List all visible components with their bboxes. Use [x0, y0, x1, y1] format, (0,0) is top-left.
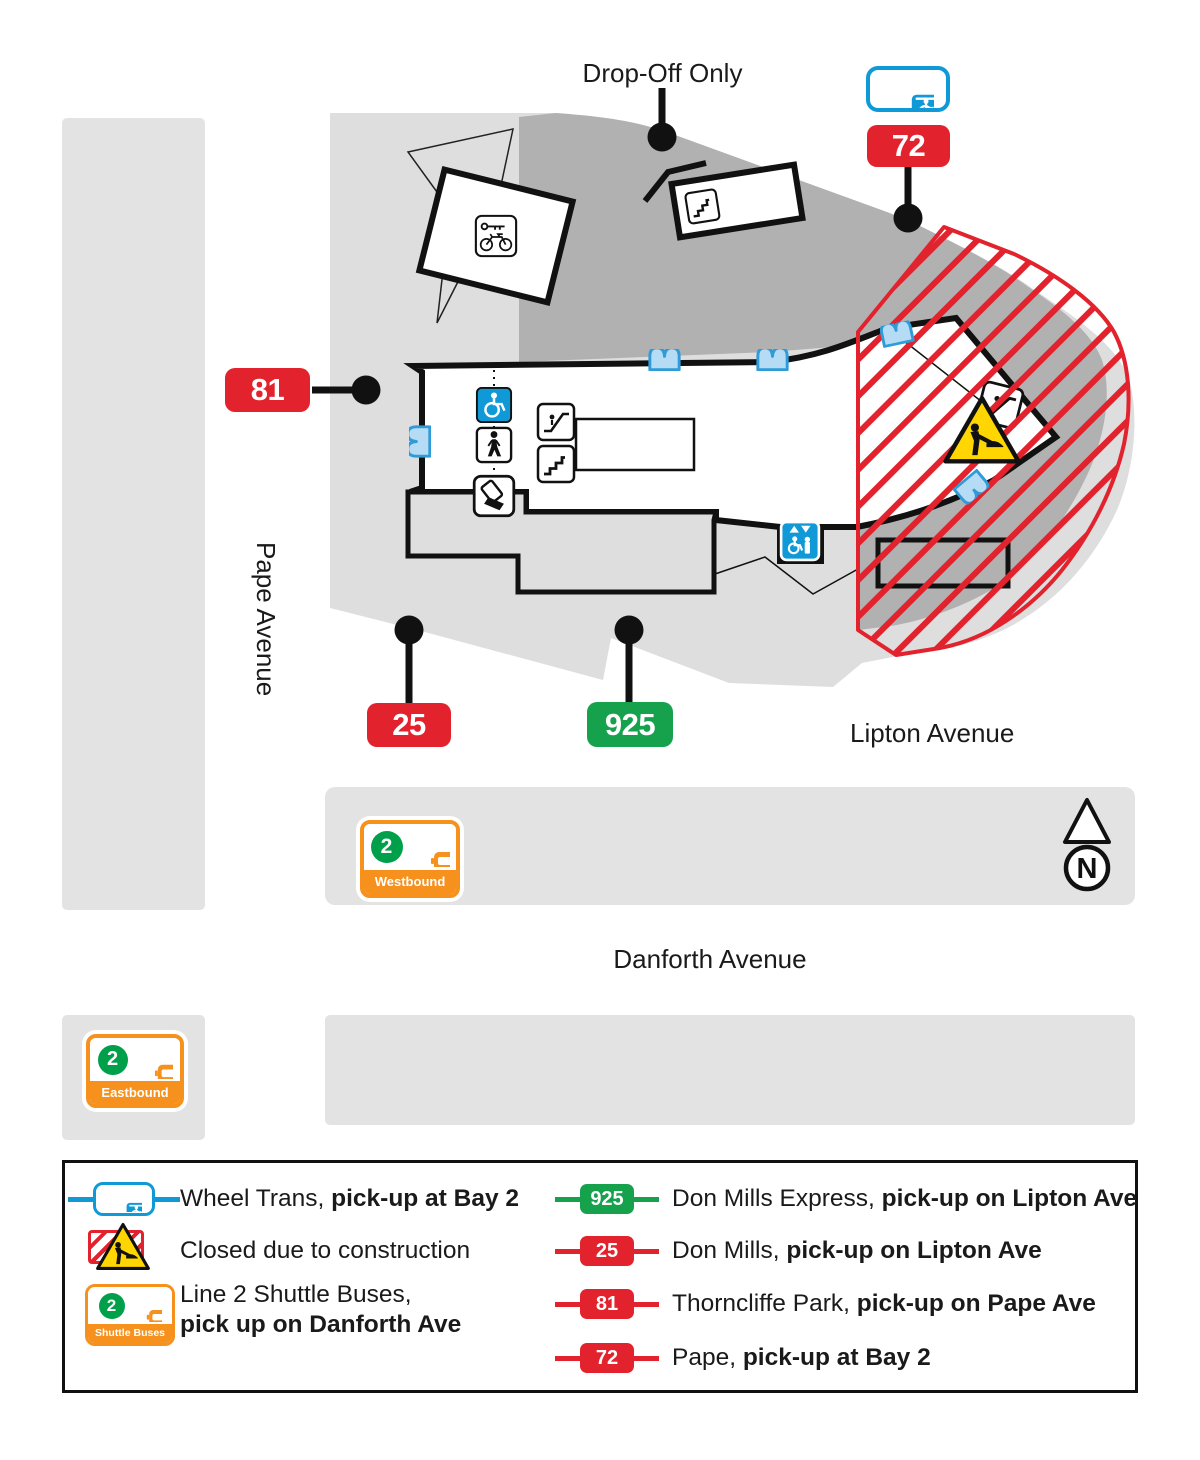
legend-text: Closed due to construction	[180, 1237, 471, 1264]
legend-text-bold: pick-up at Bay 2	[742, 1344, 931, 1371]
legend-text: Pape,	[672, 1344, 743, 1371]
drop-off-stop-dot	[647, 122, 677, 152]
accessible-icon	[475, 386, 513, 424]
line2-eastbound-sign: 2 Eastbound	[86, 1034, 184, 1108]
legend-wheel-trans-label: Wheel Trans, pick-up at Bay 2	[180, 1185, 519, 1213]
line2-circle-icon: 2	[370, 831, 403, 863]
leader-lines	[312, 88, 912, 705]
line2-westbound-sign: 2 Westbound	[360, 820, 460, 898]
upper-stair-building	[668, 161, 806, 241]
route-81-stop-dot	[351, 375, 381, 405]
legend-925-label: Don Mills Express, pick-up on Lipton Ave	[672, 1185, 1137, 1213]
drop-off-label: Drop-Off Only	[582, 58, 743, 88]
legend-text-bold: pick-up on Lipton Ave	[881, 1185, 1138, 1212]
route-72-stop-dot	[893, 203, 923, 233]
wheel-trans-icon	[93, 1182, 155, 1216]
legend-25-label: Don Mills, pick-up on Lipton Ave	[672, 1237, 1042, 1265]
construction-warning-icon	[96, 1222, 150, 1270]
legend-construction-label: Closed due to construction	[180, 1237, 470, 1265]
route-925-stop-dot	[614, 615, 644, 645]
bike-parking-icon	[474, 214, 518, 258]
eastbound-label: Eastbound	[90, 1081, 180, 1104]
bus-icon	[130, 1290, 162, 1322]
westbound-label: Westbound	[364, 870, 456, 894]
legend-81-label: Thorncliffe Park, pick-up on Pape Ave	[672, 1290, 1096, 1318]
legend-text-bold: pick-up on Lipton Ave	[786, 1237, 1042, 1264]
route-25-stop-dot	[394, 615, 424, 645]
legend-text: Don Mills Express,	[672, 1185, 882, 1212]
legend-text: Wheel Trans,	[180, 1185, 332, 1212]
stairs-icon	[683, 187, 722, 226]
line2-circle-icon: 2	[98, 1292, 125, 1319]
route-badge-25: 25	[367, 703, 451, 747]
concourse-outline	[574, 417, 696, 472]
door-icon	[648, 349, 681, 371]
legend-badge-25: 25	[580, 1236, 634, 1266]
danforth-avenue-label: Danforth Avenue	[613, 944, 807, 974]
legend-72-label: Pape, pick-up at Bay 2	[672, 1344, 931, 1372]
legend-badge-925: 925	[580, 1184, 634, 1214]
pape-avenue-label: Pape Avenue	[251, 542, 281, 697]
legend-shuttle-label-line1: Line 2 Shuttle Buses,	[180, 1281, 412, 1308]
walking-person-icon	[475, 426, 513, 464]
sidewalk-line	[711, 556, 859, 595]
bus-icon	[135, 1041, 173, 1079]
legend-text: Don Mills,	[672, 1237, 787, 1264]
line2-circle-icon: 2	[97, 1044, 128, 1075]
line2-shuttle-legend-sign: 2 Shuttle Buses	[85, 1284, 175, 1346]
legend-text-bold: pick-up at Bay 2	[331, 1185, 520, 1212]
pape-avenue-road	[62, 118, 205, 910]
legend-badge-72: 72	[580, 1343, 634, 1373]
escalator-icon	[536, 402, 576, 442]
north-arrow-icon: N	[1063, 798, 1111, 892]
fare-card-tap-icon	[472, 474, 516, 518]
door-icon	[756, 349, 789, 371]
lipton-avenue-label: Lipton Avenue	[850, 718, 1015, 748]
wheel-trans-bus-icon	[106, 1186, 142, 1212]
legend-shuttle-label-line2: pick up on Danforth Ave	[180, 1311, 462, 1338]
route-badge-72: 72	[867, 125, 950, 167]
route-badge-81: 81	[225, 368, 310, 412]
wheel-trans-icon	[866, 66, 950, 112]
danforth-avenue-road	[325, 1015, 1135, 1125]
wheel-trans-bus-icon	[882, 70, 934, 108]
route-badge-925: 925	[587, 702, 673, 747]
bike-shelter-building	[415, 165, 577, 307]
stairs-icon	[536, 444, 576, 484]
shuttle-buses-label: Shuttle Buses	[88, 1324, 172, 1343]
door-icon	[409, 425, 431, 458]
north-label: N	[1077, 853, 1098, 885]
elevator-icon	[779, 520, 821, 562]
lipton-avenue-road	[325, 787, 1135, 905]
legend-text-bold: pick-up on Pape Ave	[856, 1290, 1096, 1317]
bus-icon	[410, 827, 450, 867]
legend-text: Thorncliffe Park,	[672, 1290, 857, 1317]
legend-badge-81: 81	[580, 1289, 634, 1319]
canopy-wall-line	[642, 160, 707, 203]
